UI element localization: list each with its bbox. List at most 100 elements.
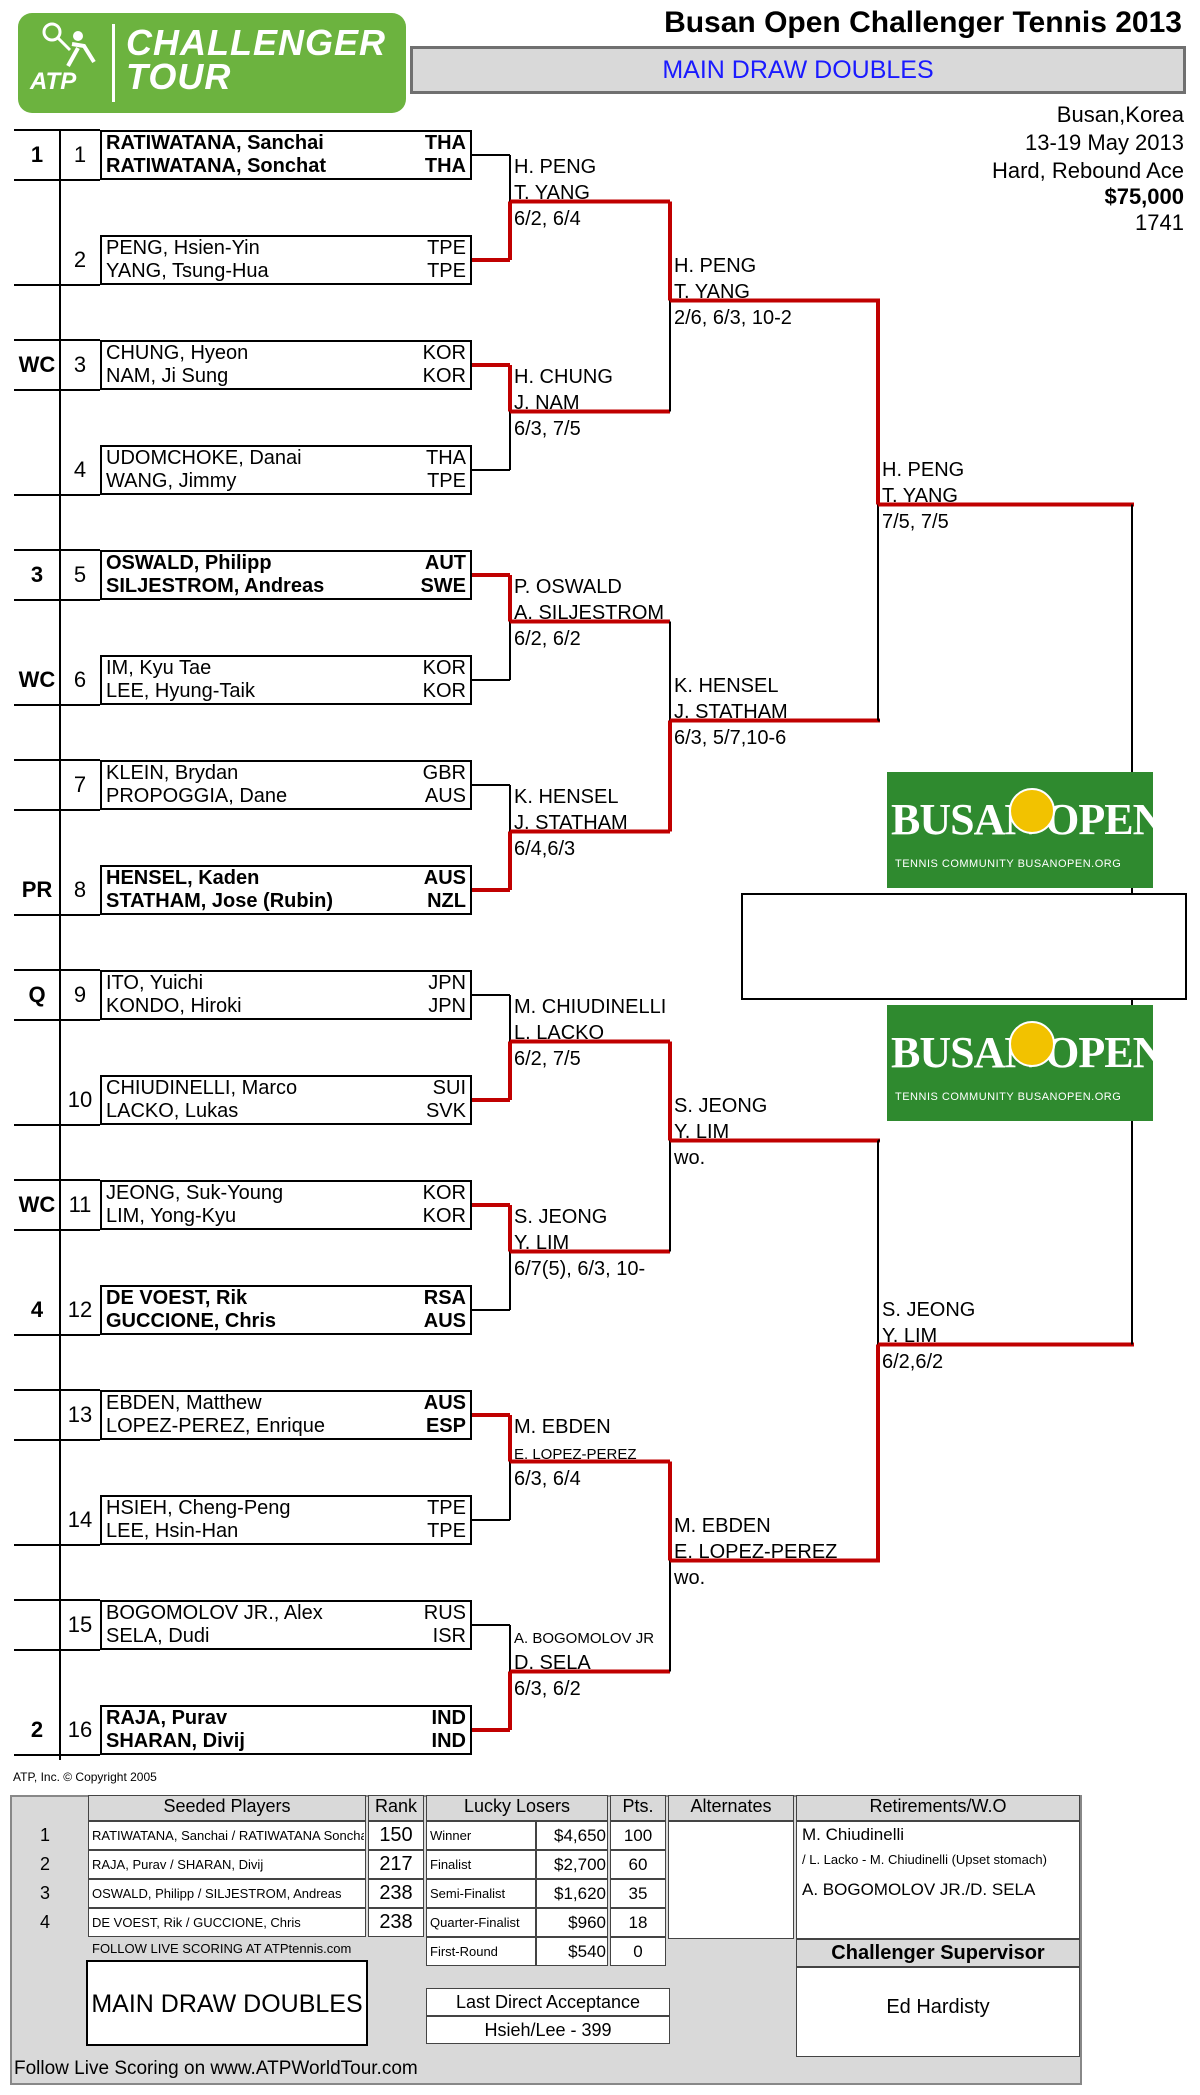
match-score: 6/2,6/2: [882, 1350, 944, 1373]
player-1-name: EBDEN, Matthew: [106, 1392, 262, 1414]
last-direct-acceptance-value-cell: Hsieh/Lee - 399: [426, 2016, 670, 2044]
player-2-name: LOPEZ-PEREZ, Enrique: [106, 1415, 325, 1437]
player-2-nationality: KOR: [422, 680, 466, 702]
player-1-name: CHUNG, Hyeon: [106, 342, 249, 364]
player-2-name: LIM, Yong-Kyu: [106, 1205, 237, 1227]
player-1-name: RATIWATANA, Sanchai: [106, 132, 324, 154]
prize-points: 0: [633, 1942, 643, 1961]
seeded-team-cell: [88, 1850, 366, 1879]
player-1-nationality: AUS: [423, 1392, 466, 1414]
draw-type-bar: MAIN DRAW DOUBLES: [410, 46, 1186, 94]
seed-label: WC: [18, 1192, 56, 1217]
player-2-name: SHARAN, Divij: [106, 1730, 245, 1752]
match-score: 6/3, 6/2: [514, 1677, 581, 1700]
seed-label: 2: [30, 1717, 44, 1742]
player-1-nationality: KOR: [422, 342, 466, 364]
draw-position: 2: [73, 247, 87, 272]
player-2-nationality: IND: [431, 1730, 466, 1752]
tournament-location: Busan,Korea: [1056, 102, 1184, 127]
supervisor-name: Ed Hardisty: [886, 1996, 990, 2018]
player-1-nationality: GBR: [422, 762, 466, 784]
retirement-line-3: A. BOGOMOLOV JR./D. SELA: [802, 1880, 1036, 1899]
winner-player-1: S. JEONG: [674, 1094, 768, 1117]
prize-round: Finalist: [430, 1857, 472, 1872]
player-1-name: HSIEH, Cheng-Peng: [106, 1497, 291, 1519]
draw-position: 3: [73, 352, 87, 377]
tennis-ball-icon: [1009, 788, 1055, 834]
player-1-nationality: IND: [431, 1707, 466, 1729]
seeded-players-header: Seeded Players: [88, 1795, 366, 1821]
rank-header: Rank: [368, 1795, 424, 1821]
match-score: 2/6, 6/3, 10-2: [674, 306, 792, 329]
player-1-name: JEONG, Suk-Young: [106, 1182, 284, 1204]
prize-round-cell: [426, 1908, 536, 1937]
prize-money-cell: [536, 1908, 608, 1937]
player-1-name: OSWALD, Philipp: [106, 552, 272, 574]
copyright-notice: ATP, Inc. © Copyright 2005: [13, 1770, 157, 1784]
prize-money: $960: [568, 1913, 606, 1932]
prize-round-cell: [426, 1937, 536, 1966]
player-2-name: LEE, Hsin-Han: [106, 1520, 239, 1542]
player-2-name: LEE, Hyung-Taik: [106, 680, 255, 702]
logo-challenger-text: CHALLENGER: [126, 22, 386, 63]
last-direct-acceptance-value: Hsieh/Lee - 399: [484, 2020, 612, 2040]
seed-number: 1: [40, 1825, 51, 1845]
main-draw-doubles-box: MAIN DRAW DOUBLES: [86, 1960, 368, 2046]
prize-money-cell: [536, 1937, 608, 1966]
winner-player-1: S. JEONG: [514, 1205, 608, 1228]
prize-round: Semi-Finalist: [430, 1886, 506, 1901]
seed-label: 1: [30, 142, 44, 167]
player-1-nationality: KOR: [422, 657, 466, 679]
match-score: 7/5, 7/5: [882, 510, 949, 533]
match-score: 6/3, 7/5: [514, 417, 581, 440]
tennis-player-icon: [38, 22, 102, 70]
player-2-nationality: AUS: [423, 1310, 466, 1332]
logo-tour-text: TOUR: [126, 56, 232, 97]
draw-position: 6: [73, 667, 87, 692]
winner-player-2: A. SILJESTROM: [514, 601, 665, 624]
logo-atp-text: ATP: [30, 68, 77, 95]
player-2-name: LACKO, Lukas: [106, 1100, 239, 1122]
entry-box: EBDEN, Matthew AUS LOPEZ-PEREZ, Enrique ESP: [100, 1390, 472, 1440]
prize-round-cell: [426, 1821, 536, 1850]
seeded-rank: 150: [379, 1824, 413, 1846]
player-1-name: PENG, Hsien-Yin: [106, 237, 260, 259]
rank-cell: [368, 1821, 424, 1850]
player-2-name: WANG, Jimmy: [106, 470, 237, 492]
draw-position: 9: [73, 982, 87, 1007]
player-2-nationality: TPE: [427, 260, 466, 282]
banner-subtitle: TENNIS COMMUNITY BUSANOPEN.ORG: [895, 1091, 1122, 1103]
winner-player-1: M. EBDEN: [674, 1514, 771, 1537]
player-1-name: RAJA, Purav: [106, 1707, 228, 1729]
seeded-team: RAJA, Purav / SHARAN, Divij: [92, 1857, 264, 1872]
atp-challenger-logo: [18, 13, 406, 113]
retirements-cell: [796, 1821, 1080, 1939]
winner-player-1: H. PENG: [514, 155, 597, 178]
player-2-nationality: KOR: [422, 1205, 466, 1227]
supervisor-label: Challenger Supervisor: [831, 1942, 1045, 1964]
last-direct-acceptance-label: Last Direct Acceptance: [455, 1992, 641, 2012]
draw-position: 13: [67, 1402, 93, 1427]
player-2-nationality: THA: [424, 155, 466, 177]
match-score: 6/2, 7/5: [514, 1047, 581, 1070]
player-1-nationality: THA: [424, 132, 466, 154]
winner-player-1: H. CHUNG: [514, 365, 613, 388]
prize-round: First-Round: [430, 1944, 498, 1959]
player-2-nationality: SWE: [420, 575, 466, 597]
match-score: 6/7(5), 6/3, 10-: [514, 1257, 646, 1280]
player-2-nationality: KOR: [422, 365, 466, 387]
match-score: 6/2, 6/4: [514, 207, 581, 230]
match-score: wo.: [674, 1146, 706, 1169]
logo-separator: [112, 24, 115, 102]
prize-money: $1,620: [554, 1884, 606, 1903]
player-2-nationality: ESP: [425, 1415, 466, 1437]
prize-round-cell: [426, 1879, 536, 1908]
player-2-nationality: SVK: [425, 1100, 466, 1122]
prize-points-cell: [610, 1879, 666, 1908]
